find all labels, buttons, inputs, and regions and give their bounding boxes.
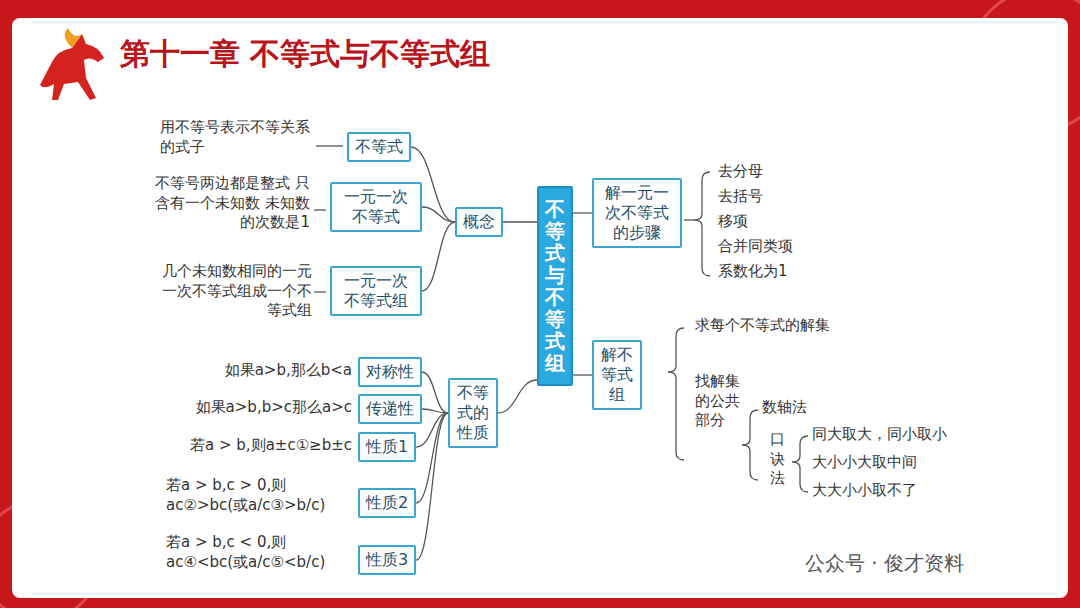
term-box: 一元一次不等式组 (330, 266, 422, 316)
branch-connector (503, 221, 537, 222)
watermark: 公众号 · 俊才资料 (805, 550, 964, 576)
leader-line (314, 291, 326, 292)
white-panel (12, 18, 1068, 598)
note-text: 同大取大，同小取小 (812, 425, 947, 445)
term-box: 一元一次不等式 (330, 182, 422, 232)
note-text: 数轴法 (762, 398, 807, 418)
property-box: 性质2 (358, 488, 416, 518)
note-text: 找解集的公共部分 (695, 372, 743, 431)
note-text: 大小小大取中间 (812, 453, 917, 473)
node-text: 性质2 (366, 493, 408, 513)
branch-box: 概念 (455, 207, 503, 237)
bracket (792, 436, 808, 492)
node-text: 性质1 (366, 437, 408, 457)
node-text: 性质3 (366, 550, 408, 570)
branch-connector (422, 409, 448, 413)
node-text: 不等式与不等式组 (545, 198, 565, 374)
note-text: 若a > b,c < 0,则 ac④<bc(或a/c⑤<b/c) (166, 533, 354, 572)
property-box: 性质1 (358, 432, 416, 462)
horse-icon (40, 28, 104, 100)
note-text: 几个未知数相同的一元一次不等式组成一个不等式组 (160, 262, 312, 321)
branch-connector (498, 380, 537, 413)
note-text: 求每个不等式的解集 (695, 316, 830, 336)
node-text: 解不等式组 (600, 345, 634, 405)
note-text: 去括号 (718, 187, 763, 207)
bracket (694, 172, 710, 276)
property-box: 对称性 (358, 357, 422, 387)
branch-connector (422, 222, 455, 291)
node-text: 一元一次不等式组 (338, 271, 414, 311)
note-text: 若a > b,c > 0,则 ac②>bc(或a/c③>b/c) (166, 476, 354, 515)
note-text: 去分母 (718, 162, 763, 182)
branch-box: 不等式的性质 (448, 378, 498, 448)
central-topic: 不等式与不等式组 (537, 186, 573, 386)
note-text: 如果a>b,b>c那么a>c (196, 398, 352, 418)
branch-connector (422, 207, 455, 222)
node-text: 不等式的性质 (456, 383, 490, 443)
branch-connector (416, 413, 448, 560)
node-text: 不等式 (355, 137, 403, 157)
chapter-title: 第十一章 不等式与不等式组 (120, 34, 490, 75)
bracket (742, 410, 758, 480)
node-text: 对称性 (366, 362, 414, 382)
leader-line (314, 209, 326, 210)
note-text: 口诀法 (770, 430, 785, 489)
bracket (668, 328, 684, 460)
branch-connector (422, 372, 448, 413)
note-text: 大大小小取不了 (812, 481, 917, 501)
note-text: 不等号两边都是整式 只含有一个未知数 未知数的次数是1 (150, 174, 310, 233)
note-text: 如果a>b,那么b<a (225, 361, 352, 381)
leader-line (684, 219, 694, 220)
property-box: 传递性 (358, 394, 422, 424)
property-box: 性质3 (358, 545, 416, 575)
node-text: 概念 (463, 212, 495, 232)
note-text: 合并同类项 (718, 237, 793, 257)
branch-connector (573, 374, 592, 375)
note-text: 若a > b,则a±c①≥b±c (190, 436, 352, 456)
node-text: 解一元一次不等式的步骤 (600, 183, 674, 243)
note-text: 用不等号表示不等关系的式子 (160, 118, 312, 157)
term-box: 不等式 (347, 132, 411, 162)
branch-connector (573, 212, 592, 213)
note-text: 移项 (718, 212, 748, 232)
leader-line (316, 145, 343, 146)
node-text: 一元一次不等式 (338, 187, 414, 227)
node-text: 传递性 (366, 399, 414, 419)
note-text: 系数化为1 (718, 262, 788, 282)
branch-box: 解一元一次不等式的步骤 (592, 178, 682, 248)
branch-box: 解不等式组 (592, 340, 642, 410)
